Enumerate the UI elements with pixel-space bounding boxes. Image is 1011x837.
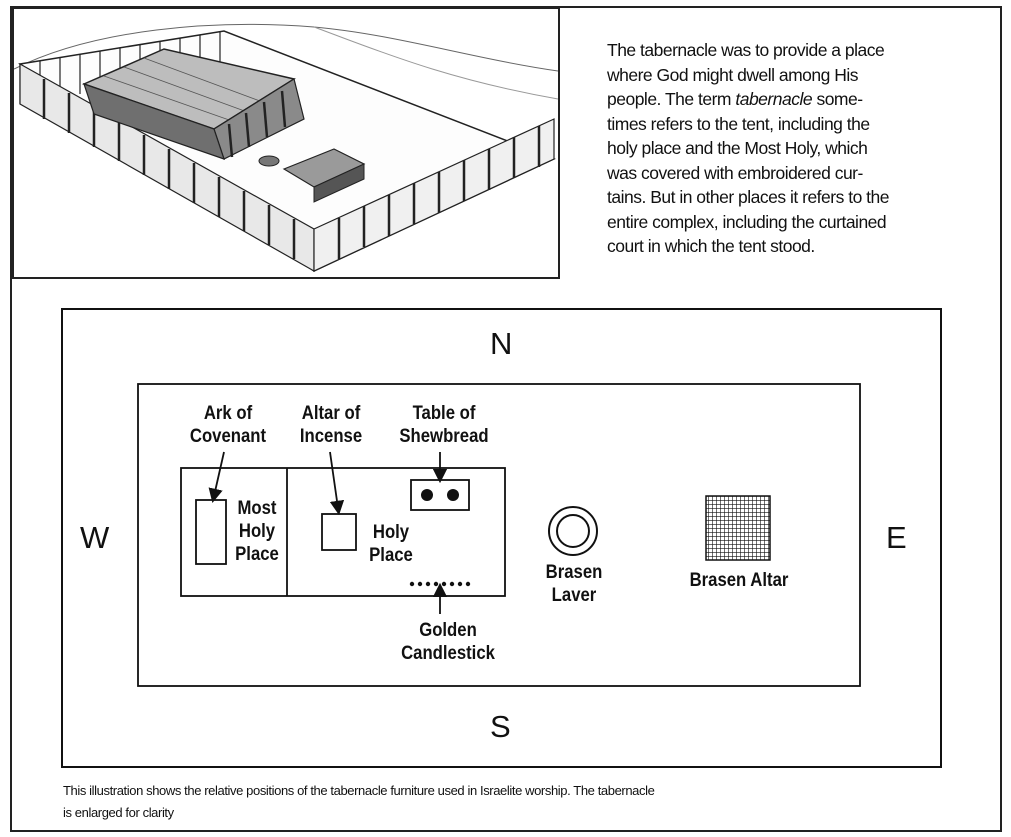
- compass-east: E: [886, 520, 907, 555]
- label-brasen-altar: Brasen Altar: [689, 570, 789, 591]
- intro-line: holy place and the Most Holy, which: [607, 138, 868, 158]
- compass-west: W: [80, 520, 110, 555]
- intro-text: The tabernacle was to provide a place wh…: [607, 38, 972, 259]
- intro-line: court in which the tent stood.: [607, 236, 815, 256]
- outer-boundary: [61, 308, 942, 768]
- altar-pointer: [329, 451, 345, 516]
- caption-line: This illustration shows the relative pos…: [63, 783, 655, 798]
- label-holy-place: Holy Place: [369, 522, 413, 566]
- intro-line: tains. But in other places it refers to …: [607, 187, 890, 207]
- compass-north: N: [490, 326, 513, 361]
- intro-line: entire complex, including the curtained: [607, 211, 887, 232]
- intro-line: The tabernacle was to provide a place: [607, 40, 885, 60]
- compass-south: S: [490, 709, 511, 744]
- tabernacle-illustration: [12, 7, 560, 279]
- intro-emphasis: tabernacle: [735, 89, 813, 109]
- intro-text-part: some-: [812, 89, 863, 109]
- tent: [180, 467, 506, 597]
- brasen-altar-shape: [705, 495, 771, 561]
- shewbread-loaf: [447, 489, 459, 501]
- altar-of-incense-shape: [321, 513, 357, 551]
- ark-pointer: [208, 451, 225, 504]
- label-most-holy-place: Most Holy Place: [235, 498, 279, 565]
- caption: This illustration shows the relative pos…: [63, 780, 923, 824]
- courtyard: [137, 383, 861, 687]
- table-of-shewbread-shape: [410, 479, 470, 511]
- intro-line: times refers to the tent, including the: [607, 113, 870, 134]
- label-altar-of-incense: Altar of Incense: [299, 403, 363, 447]
- shewbread-loaf: [421, 489, 433, 501]
- label-golden-candlestick: Golden Candlestick: [401, 620, 495, 664]
- caption-line: is enlarged for clarity: [63, 805, 174, 820]
- brasen-laver-shape: [548, 506, 598, 556]
- label-table-of-shewbread: Table of Shewbread: [399, 403, 489, 447]
- intro-line: was covered with embroidered cur-: [607, 162, 863, 183]
- label-ark-of-covenant: Ark of Covenant: [189, 403, 267, 447]
- intro-text-part: people. The term: [607, 89, 736, 109]
- intro-line: where God might dwell among His: [607, 64, 859, 85]
- intro-line: people. The term tabernacle some-: [607, 87, 972, 112]
- ark-of-covenant-shape: [195, 499, 227, 565]
- label-brasen-laver: Brasen Laver: [545, 562, 603, 606]
- tabernacle-drawing: [14, 23, 558, 273]
- golden-candlestick-shape: [409, 581, 471, 587]
